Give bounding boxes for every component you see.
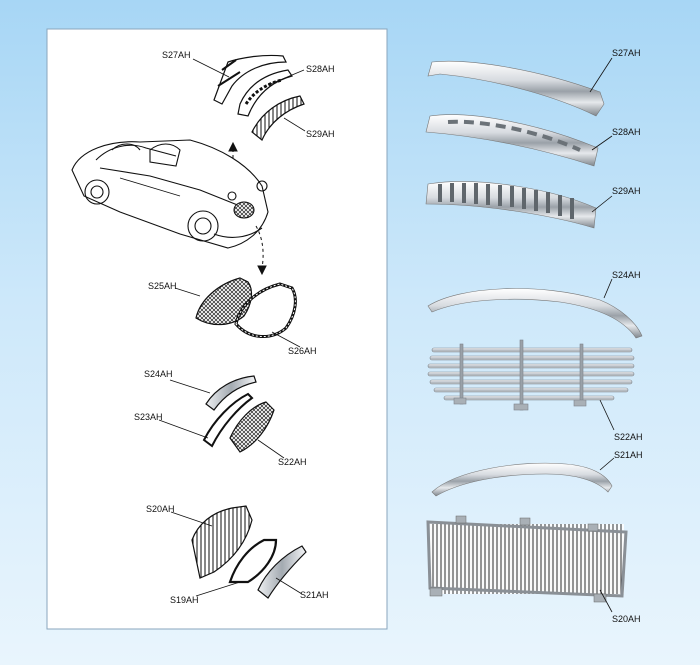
label-s27ah: S27AH: [162, 50, 191, 60]
photo-labels: S27AH S28AH S29AH S24AH S22AH S21AH S20A…: [612, 48, 643, 624]
photo-s22ah: [427, 339, 635, 411]
label-s29ah: S29AH: [306, 129, 335, 139]
label-s19ah: S19AH: [170, 595, 199, 605]
label-s21ah: S21AH: [300, 590, 329, 600]
photo-s29ah: [425, 181, 597, 229]
part-s27-drawing: [213, 54, 287, 105]
photo-s21ah: [431, 462, 613, 497]
part-s19-drawing: [228, 538, 278, 584]
part-s24-drawing: [205, 375, 257, 411]
part-s21-drawing: [257, 545, 307, 599]
label-s25ah: S25AH: [148, 281, 177, 291]
car-line-drawing-icon: [71, 139, 269, 249]
label-s23ah: S23AH: [134, 412, 163, 422]
grille-bar-group-drawing: [158, 375, 285, 459]
photo-label-s28ah: S28AH: [612, 127, 641, 137]
grille-slat-group-drawing: [170, 505, 307, 599]
photo-label-s24ah: S24AH: [612, 270, 641, 280]
photo-leader-lines: [589, 57, 615, 613]
photo-label-s29ah: S29AH: [612, 186, 641, 196]
photo-label-s27ah: S27AH: [612, 48, 641, 58]
part-s25-drawing: [195, 277, 253, 326]
part-s28-drawing: [237, 69, 293, 117]
photo-label-s22ah: S22AH: [614, 432, 643, 442]
label-s26ah: S26AH: [288, 346, 317, 356]
photo-s27ah: [427, 60, 605, 117]
part-s29-drawing: [251, 95, 305, 141]
grille-mesh-drawing: [174, 277, 301, 348]
label-s22ah: S22AH: [278, 457, 307, 467]
photo-s24ah: [427, 288, 643, 339]
arrow-down-icon: [255, 225, 267, 276]
panel-labels: S27AH S28AH S29AH S25AH S26AH S24AH S23A…: [134, 50, 335, 605]
label-s20ah: S20AH: [146, 504, 175, 514]
part-s23-drawing: [202, 392, 254, 448]
photo-s28ah: [425, 114, 599, 167]
photo-label-s20ah: S20AH: [612, 614, 641, 624]
photo-s20ah: [426, 515, 628, 603]
part-s22-drawing: [229, 401, 275, 453]
photo-label-s21ah: S21AH: [614, 450, 643, 460]
label-s28ah: S28AH: [306, 64, 335, 74]
trim-parts-top-drawing: [192, 54, 306, 141]
label-s24ah: S24AH: [144, 369, 173, 379]
